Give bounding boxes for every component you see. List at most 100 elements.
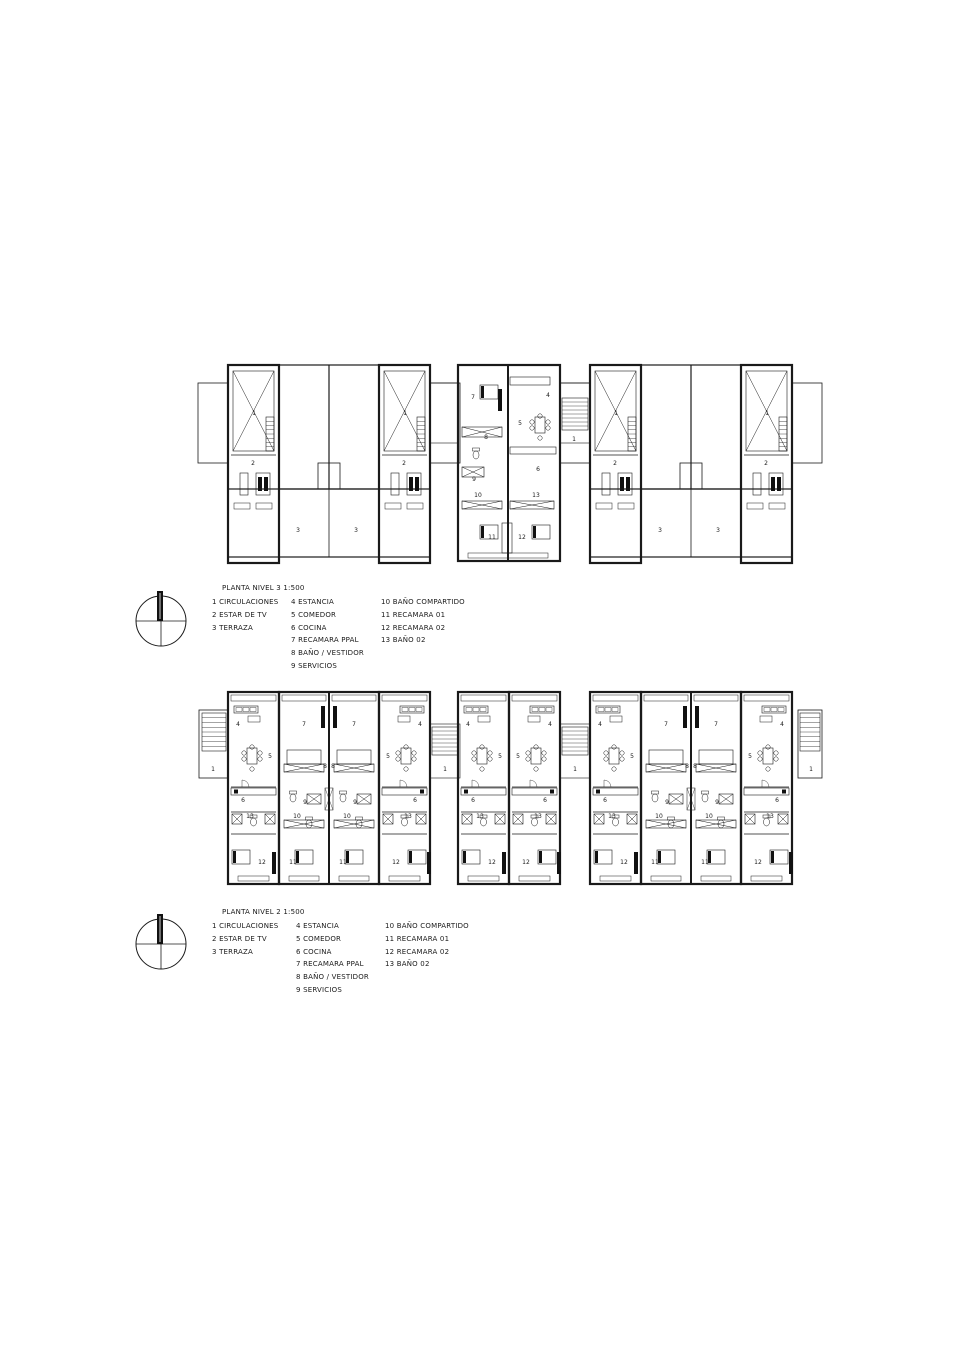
window: [331, 694, 377, 702]
toilet-tank: [305, 816, 313, 821]
kitchen-sink: [420, 789, 424, 794]
chair: [395, 756, 401, 762]
fixture: [593, 813, 605, 825]
shaft-diagonal: [324, 787, 334, 811]
chair: [537, 413, 543, 419]
room-number: 6: [536, 466, 540, 473]
room-number: 11: [701, 859, 709, 866]
chair: [619, 756, 625, 762]
north-arrow-icon: [135, 914, 187, 970]
legend-item: 5 COMEDOR: [296, 934, 342, 943]
sofa: [233, 705, 259, 714]
vanity: [698, 749, 734, 765]
bed-pillow: [233, 851, 236, 863]
fixture: [494, 813, 506, 825]
tv-cushion: [620, 477, 624, 491]
fixture-diagonal: [494, 813, 506, 825]
fixture-diagonal: [231, 813, 243, 825]
fixture-diagonal: [777, 813, 789, 825]
level-3-legend-col-2: 4 ESTANCIA 5 COMEDOR 6 COCINA 7 RECAMARA…: [291, 596, 364, 673]
fixture-diagonal: [415, 813, 427, 825]
fixture: [718, 793, 734, 805]
dining-table: [476, 747, 488, 765]
kitchen-sink: [550, 789, 554, 794]
room-number: 2: [613, 460, 617, 467]
sofa-cushion: [531, 707, 539, 712]
kitchen-counter: [743, 787, 790, 796]
bed: [537, 849, 557, 865]
fixture: [461, 500, 503, 510]
room-number: 6: [543, 797, 547, 804]
window: [511, 694, 558, 702]
window: [467, 552, 549, 559]
legend-item: 11 RECAMARA 01: [381, 610, 446, 619]
chair: [533, 744, 539, 750]
toilet-tank: [762, 814, 771, 819]
fixture-diagonal: [668, 793, 684, 805]
toilet: [472, 450, 480, 460]
sofa-cushion: [770, 707, 778, 712]
toilet-tank: [355, 816, 363, 821]
sofa: [595, 705, 621, 714]
balcony: [429, 382, 461, 464]
chair: [603, 750, 609, 756]
room-number: 4: [466, 721, 470, 728]
fixture-diagonal: [461, 813, 473, 825]
room-number: 6: [471, 797, 475, 804]
fixture: [744, 813, 756, 825]
stair: [561, 726, 589, 756]
room-number: 1: [211, 766, 215, 773]
legend-item: 12 RECAMARA 02: [381, 623, 446, 632]
toilet: [651, 793, 659, 803]
bed: [344, 849, 364, 865]
kitchen-counter: [230, 787, 277, 796]
legend-item: 9 SERVICIOS: [296, 985, 342, 994]
fixture-diagonal: [744, 813, 756, 825]
bed-pillow: [296, 851, 299, 863]
toilet: [305, 819, 313, 829]
window: [288, 875, 320, 882]
room-number: 6: [241, 797, 245, 804]
door-leaf: [498, 389, 502, 411]
room-number: 8: [484, 434, 488, 441]
legend-item: 1 CIRCULACIONES: [212, 922, 279, 930]
coffee-table: [397, 715, 411, 723]
chair: [611, 766, 617, 772]
window: [643, 694, 689, 702]
sofa-cushion: [538, 707, 546, 712]
legend-item: 11 RECAMARA 01: [385, 934, 450, 943]
tv-sofa: [255, 472, 271, 496]
bed: [769, 849, 789, 865]
bed-pillow: [595, 851, 598, 863]
door-leaf: [695, 706, 699, 728]
room-number: 3: [658, 527, 662, 534]
fixture-diagonal: [461, 426, 503, 438]
window: [592, 694, 639, 702]
furniture: [384, 502, 402, 510]
bed: [656, 849, 676, 865]
sofa-cushion: [545, 707, 553, 712]
fixture-diagonal: [512, 813, 524, 825]
fixture: [382, 813, 394, 825]
tv-cushion: [626, 477, 630, 491]
legend-item: 3 TERRAZA: [212, 623, 253, 632]
door-leaf: [557, 852, 561, 874]
chair: [541, 756, 547, 762]
chair: [249, 766, 255, 772]
tv-cushion: [409, 477, 413, 491]
kitchen-counter: [460, 787, 507, 796]
room-number: 3: [716, 527, 720, 534]
fixture: [356, 793, 372, 805]
sofa-cushion: [235, 707, 243, 712]
fixture-diagonal: [382, 813, 394, 825]
corridor: [429, 382, 459, 444]
room-number: 5: [498, 753, 502, 760]
tv-cushion: [777, 477, 781, 491]
legend-item: 6 COCINA: [296, 947, 332, 956]
fixture: [512, 813, 524, 825]
window: [743, 694, 790, 702]
tv-sofa: [406, 472, 422, 496]
room-number: 11: [488, 534, 496, 541]
chair: [395, 750, 401, 756]
chair: [533, 766, 539, 772]
